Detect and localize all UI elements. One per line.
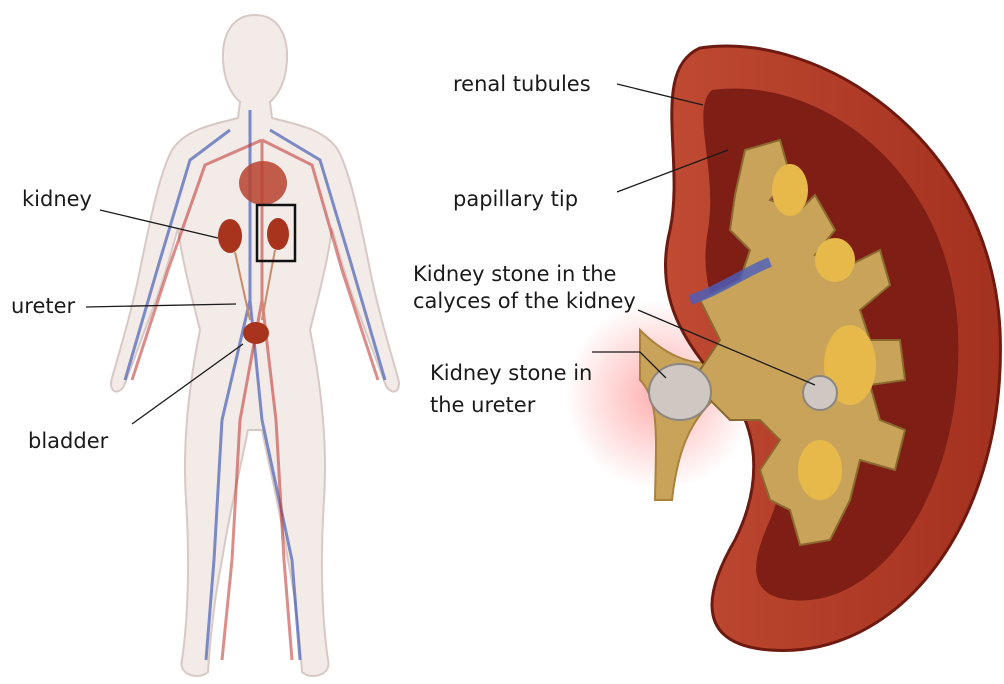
human-body-figure [111, 15, 399, 676]
sinus-fat [772, 164, 808, 216]
label-stone-ureter-line2: the ureter [430, 389, 592, 421]
label-stone-ureter-line1: Kidney stone in [430, 357, 592, 389]
label-bladder: bladder [28, 428, 108, 455]
left-kidney-organ [218, 219, 242, 253]
sinus-fat [798, 440, 842, 500]
label-stone-ureter: Kidney stone in the ureter [430, 357, 592, 421]
sinus-fat [815, 238, 855, 282]
kidney-stone-ureter [649, 364, 711, 420]
heart-organ [239, 161, 287, 205]
kidney-stone-calyces [803, 376, 837, 410]
label-ureter: ureter [11, 293, 75, 320]
label-renal-tubules: renal tubules [453, 71, 591, 98]
label-stone-calyces-line1: Kidney stone in the [413, 261, 636, 288]
label-papillary-tip: papillary tip [453, 186, 578, 213]
kidney-cross-section [565, 46, 1000, 650]
label-stone-calyces: Kidney stone in the calyces of the kidne… [413, 261, 636, 315]
bladder-organ [243, 322, 269, 344]
label-kidney: kidney [22, 186, 92, 213]
right-kidney-organ [267, 218, 289, 250]
label-stone-calyces-line2: calyces of the kidney [413, 288, 636, 315]
